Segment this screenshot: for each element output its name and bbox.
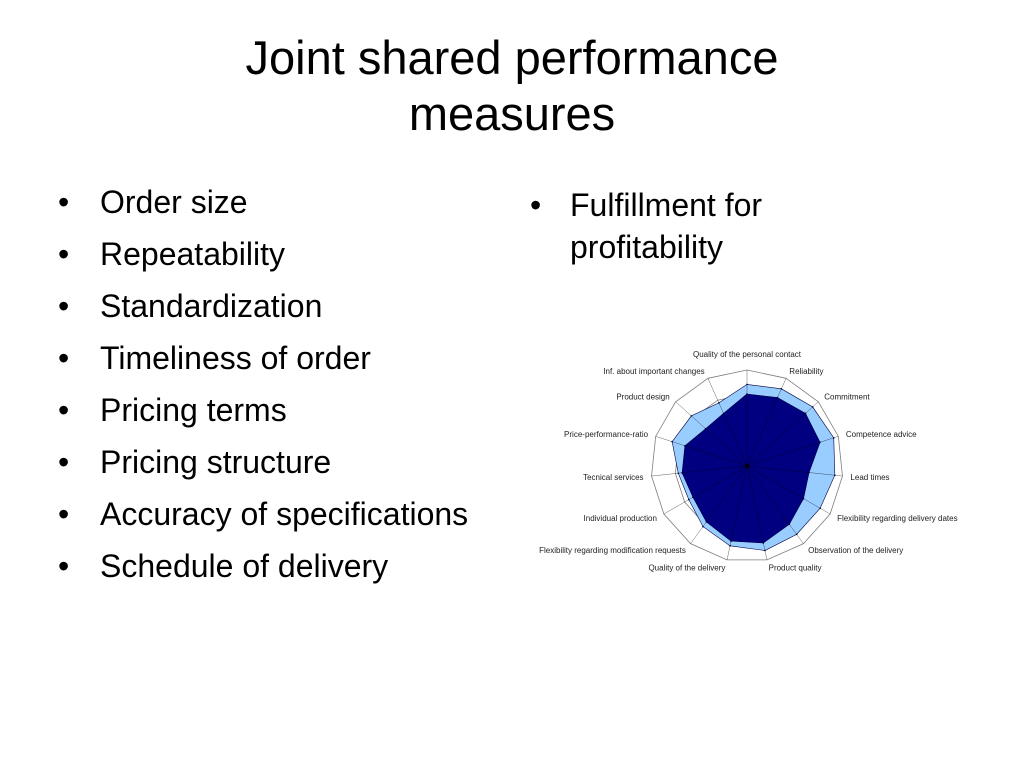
radar-spoke <box>746 465 768 560</box>
right-bullet-list: Fulfillment for profitability <box>530 184 860 284</box>
radar-spoke <box>746 401 819 467</box>
radar-spoke <box>746 465 804 544</box>
radar-grid-ring-4 <box>651 369 843 561</box>
radar-category-label: Flexibility regarding modification reque… <box>539 546 686 555</box>
radar-spoke <box>707 378 748 467</box>
radar-spoke <box>746 378 787 467</box>
bullet-repeatability: Repeatability <box>58 236 478 272</box>
radar-category-label: Observation of the delivery <box>808 546 903 555</box>
radar-spoke <box>746 465 843 477</box>
radar-spoke <box>726 465 748 560</box>
radar-category-label: Inf. about important changes <box>603 367 704 376</box>
bullet-schedule-delivery: Schedule of delivery <box>58 548 478 584</box>
radar-series-layer <box>671 383 836 552</box>
radar-category-label: Tecnical services <box>583 473 643 482</box>
radar-spokes <box>651 370 843 560</box>
radar-spoke <box>651 465 748 477</box>
radar-category-label: Lead times <box>850 473 889 482</box>
radar-category-label: Competence advice <box>846 430 917 439</box>
radar-category-label: Quality of the delivery <box>648 564 725 573</box>
radar-category-label: Product design <box>616 392 669 401</box>
bullet-pricing-terms: Pricing terms <box>58 392 478 428</box>
bullet-accuracy-specifications: Accuracy of specifications <box>58 496 478 532</box>
bullet-order-size: Order size <box>58 184 478 220</box>
bullet-pricing-structure: Pricing structure <box>58 444 478 480</box>
radar-category-label: Flexibility regarding delivery dates <box>837 514 958 523</box>
slide-title: Joint shared performance measures <box>0 30 1024 142</box>
slide-title-line-1: Joint shared performance <box>245 31 779 84</box>
bullet-fulfillment-profitability: Fulfillment for profitability <box>530 184 860 268</box>
left-bullet-list: Order size Repeatability Standardization… <box>58 184 478 600</box>
radar-category-label: Product quality <box>769 564 822 573</box>
radar-spoke <box>746 465 831 515</box>
radar-spoke <box>746 436 839 467</box>
radar-category-label: Reliability <box>789 367 823 376</box>
radar-spoke <box>675 401 748 467</box>
radar-labels: Quality of the personal contactReliabili… <box>539 350 957 573</box>
radar-category-label: Quality of the personal contact <box>693 350 802 359</box>
bullet-standardization: Standardization <box>58 288 478 324</box>
slide-title-line-2: measures <box>408 87 616 140</box>
radar-spoke <box>655 436 748 467</box>
radar-category-label: Commitment <box>824 392 870 401</box>
radar-category-label: Price-performance-ratio <box>564 430 649 439</box>
bullet-timeliness: Timeliness of order <box>58 340 478 376</box>
radar-spoke <box>663 465 748 515</box>
radar-category-label: Individual production <box>584 514 657 523</box>
radar-center-dot <box>745 464 749 468</box>
radar-spoke <box>690 465 748 544</box>
